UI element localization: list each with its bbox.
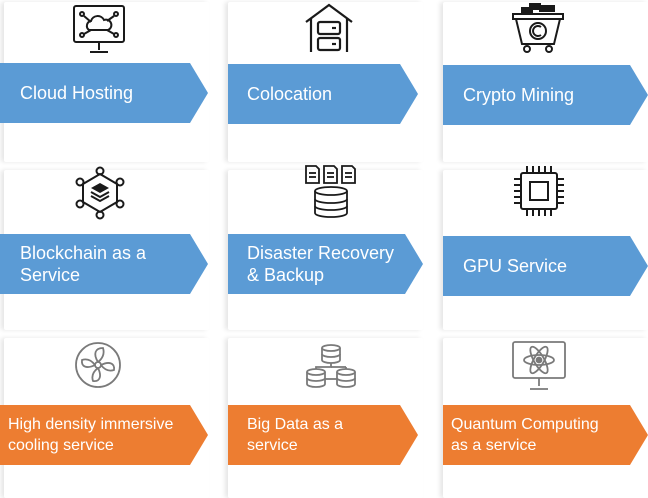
banner-arrow-shape — [228, 234, 423, 294]
banner-arrow-shape — [443, 65, 648, 125]
banner-arrow-shape — [228, 64, 418, 124]
banner-label: Cloud Hosting — [20, 83, 134, 103]
backup-database-icon — [303, 164, 359, 220]
banner-crypto-mining[interactable]: Crypto Mining — [443, 65, 648, 125]
banner-colocation[interactable]: Colocation — [228, 64, 418, 124]
banner-disaster-recovery[interactable]: Disaster Recovery & Backup — [228, 234, 423, 294]
banner-arrow-shape — [0, 63, 208, 123]
banner-label: Big Data as a service — [247, 416, 344, 454]
banner-big-data[interactable]: Big Data as a service — [228, 405, 418, 465]
banner-cloud-hosting[interactable]: Cloud Hosting — [0, 63, 208, 123]
banner-gpu-service[interactable]: GPU Service — [443, 236, 648, 296]
banner-label: High density immersive cooling service — [8, 416, 174, 454]
server-house-icon — [303, 2, 355, 54]
gpu-chip-icon — [512, 164, 566, 218]
banner-label: Crypto Mining — [463, 85, 575, 105]
cloud-monitor-icon — [72, 4, 126, 56]
banner-arrow-shape — [443, 405, 648, 465]
banner-arrow-shape — [228, 405, 418, 465]
banner-quantum-computing[interactable]: Quantum Computing as a service — [443, 405, 648, 465]
banner-blockchain[interactable]: Blockchain as a Service — [0, 234, 208, 294]
banner-arrow-shape — [443, 236, 648, 296]
banner-immersive-cooling[interactable]: High density immersive cooling service — [0, 405, 208, 465]
banner-arrow-shape — [0, 234, 208, 294]
banner-arrow-shape — [0, 405, 208, 465]
blockchain-network-icon — [75, 166, 125, 220]
mining-cart-icon — [510, 2, 566, 54]
big-data-icon — [304, 342, 358, 390]
banner-label: Colocation — [247, 84, 333, 104]
banner-label: Blockchain as a Service — [20, 243, 147, 285]
quantum-monitor-icon — [511, 340, 567, 394]
banner-label: Quantum Computing as a service — [451, 416, 599, 454]
fan-icon — [73, 340, 123, 390]
banner-label: Disaster Recovery & Backup — [247, 243, 395, 285]
banner-label: GPU Service — [463, 256, 568, 276]
